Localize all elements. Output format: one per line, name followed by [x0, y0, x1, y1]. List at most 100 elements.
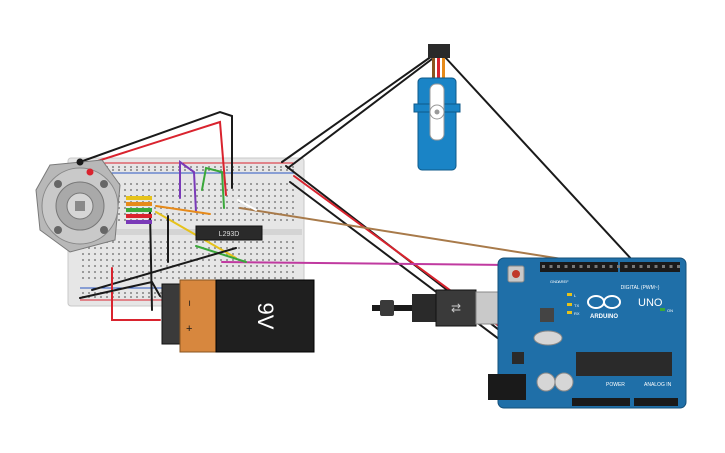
breadboard-hole — [256, 169, 258, 171]
breadboard-hole — [184, 259, 186, 261]
breadboard-hole — [94, 259, 96, 261]
breadboard-hole — [268, 247, 270, 249]
on-led — [660, 308, 665, 311]
breadboard-hole — [190, 166, 192, 168]
breadboard-hole — [292, 213, 294, 215]
breadboard-hole — [160, 219, 162, 221]
breadboard-hole — [268, 169, 270, 171]
arduino-uno[interactable]: DIGITAL (PWM~) AREF GND L TX RX ON ARDUI… — [488, 257, 687, 409]
breadboard-hole — [190, 195, 192, 197]
breadboard-hole — [112, 169, 114, 171]
breadboard-hole — [184, 277, 186, 279]
breadboard-hole — [184, 213, 186, 215]
dc-motor[interactable] — [35, 158, 121, 253]
breadboard-hole — [244, 259, 246, 261]
breadboard-hole — [238, 195, 240, 197]
breadboard-hole — [286, 195, 288, 197]
crystal — [540, 308, 554, 322]
breadboard-hole — [88, 265, 90, 267]
breadboard-hole — [130, 271, 132, 273]
breadboard-hole — [292, 271, 294, 273]
breadboard-hole — [166, 166, 168, 168]
breadboard-hole — [262, 241, 264, 243]
breadboard-hole — [292, 201, 294, 203]
breadboard-hole — [166, 271, 168, 273]
breadboard-hole — [220, 259, 222, 261]
breadboard-hole — [166, 169, 168, 171]
breadboard-hole — [100, 265, 102, 267]
breadboard-hole — [124, 213, 126, 215]
breadboard-hole — [124, 241, 126, 243]
breadboard-hole — [208, 247, 210, 249]
breadboard-hole — [268, 271, 270, 273]
breadboard-hole — [214, 166, 216, 168]
rx-led-label: RX — [574, 311, 580, 316]
motor-terminal-black — [76, 158, 84, 166]
breadboard-hole — [142, 277, 144, 279]
breadboard-hole — [226, 169, 228, 171]
breadboard-hole — [262, 265, 264, 267]
breadboard-hole — [154, 219, 156, 221]
breadboard-hole — [160, 265, 162, 267]
breadboard-hole — [82, 265, 84, 267]
breadboard-hole — [262, 207, 264, 209]
breadboard-hole — [238, 189, 240, 191]
breadboard-hole — [118, 166, 120, 168]
breadboard-hole — [286, 247, 288, 249]
battery-9v[interactable]: − + 9V — [161, 279, 315, 353]
l293d-chip[interactable]: L293D — [195, 225, 263, 241]
header-pin — [662, 265, 665, 268]
breadboard-hole — [292, 247, 294, 249]
breadboard-hole — [244, 247, 246, 249]
breadboard-hole — [124, 169, 126, 171]
breadboard-hole — [142, 247, 144, 249]
breadboard-hole — [268, 183, 270, 185]
breadboard-hole — [280, 183, 282, 185]
breadboard-hole — [280, 247, 282, 249]
breadboard-hole — [124, 219, 126, 221]
breadboard-hole — [214, 201, 216, 203]
breadboard-hole — [286, 253, 288, 255]
breadboard-hole — [256, 253, 258, 255]
breadboard-hole — [274, 277, 276, 279]
breadboard-hole — [190, 277, 192, 279]
breadboard-hole — [232, 265, 234, 267]
breadboard-hole — [178, 259, 180, 261]
servo-motor[interactable] — [413, 44, 461, 171]
breadboard-hole — [196, 166, 198, 168]
breadboard-hole — [190, 201, 192, 203]
breadboard-hole — [172, 183, 174, 185]
breadboard-hole — [124, 292, 126, 294]
breadboard-hole — [226, 259, 228, 261]
motor-screw-bl — [54, 226, 62, 234]
breadboard-hole — [214, 207, 216, 209]
breadboard-hole — [118, 213, 120, 215]
breadboard-hole — [238, 247, 240, 249]
crystal-oval — [533, 330, 563, 346]
analog-label: ANALOG IN — [644, 382, 672, 388]
breadboard-hole — [118, 271, 120, 273]
breadboard-hole — [136, 265, 138, 267]
wire-servo-black-to-breadboard — [281, 55, 433, 163]
breadboard-hole — [94, 247, 96, 249]
breadboard-hole — [148, 259, 150, 261]
breadboard-hole — [208, 189, 210, 191]
breadboard-hole — [250, 183, 252, 185]
breadboard-hole — [202, 195, 204, 197]
breadboard-hole — [280, 277, 282, 279]
breadboard-hole — [226, 247, 228, 249]
breadboard-hole — [160, 201, 162, 203]
breadboard-hole — [244, 169, 246, 171]
breadboard-hole — [196, 253, 198, 255]
breadboard-hole — [172, 271, 174, 273]
breadboard-hole — [160, 207, 162, 209]
breadboard-hole — [214, 259, 216, 261]
breadboard-hole — [262, 166, 264, 168]
breadboard-hole — [274, 247, 276, 249]
breadboard-hole — [184, 166, 186, 168]
breadboard-hole — [292, 166, 294, 168]
breadboard-hole — [244, 201, 246, 203]
breadboard-hole — [208, 253, 210, 255]
arduino-model: UNO — [638, 297, 663, 309]
breadboard-hole — [118, 169, 120, 171]
